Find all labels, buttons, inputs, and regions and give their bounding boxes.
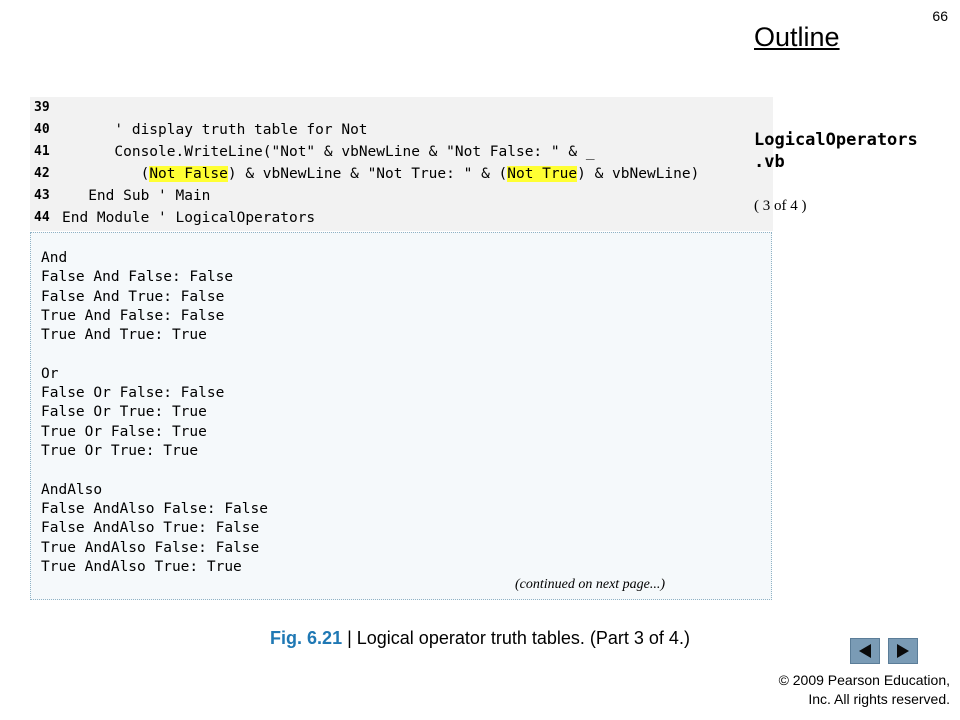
continued-note: (continued on next page...) [515,577,666,592]
caption-fig-label: Fig. 6.21 [270,628,343,648]
side-part-indicator: ( 3 of 4 ) [754,198,807,214]
code-token: End Module ' LogicalOperators [62,210,316,226]
line-number: 43 [34,188,50,203]
prev-slide-button[interactable] [850,638,880,664]
code-line: 41 Console.WriteLine("Not" & vbNewLine &… [30,141,773,163]
copyright-line1: © 2009 Pearson Education, [778,672,950,688]
output-line: And [41,250,68,266]
copyright-line2: Inc. All rights reserved. [808,691,950,707]
highlighted-expression: Not False [149,166,228,182]
code-token: "Not False: " [446,144,560,160]
output-line: True And True: True [41,327,207,344]
side-filename-line1: LogicalOperators [754,130,918,150]
side-filename-line2: .vb [754,152,785,172]
output-line: True AndAlso True: True [41,558,242,575]
caption-separator: | [342,628,357,648]
code-line: 39 [30,97,773,119]
figure-caption: Fig. 6.21 | Logical operator truth table… [0,628,960,649]
code-line: 42 (Not False) & vbNewLine & "Not True: … [30,163,773,185]
code-token: Console.WriteLine( [62,144,272,160]
caption-text: Logical operator truth tables. (Part 3 o… [356,628,690,648]
page-number: 66 [932,8,948,24]
code-line: 40 ' display truth table for Not [30,119,773,141]
next-slide-button[interactable] [888,638,918,664]
line-number: 40 [34,122,50,137]
code-text: (Not False) & vbNewLine & "Not True: " &… [62,163,699,185]
line-number: 42 [34,166,50,181]
output-line: False AndAlso True: False [41,520,260,537]
line-number: 39 [34,100,50,115]
code-token: End Sub ' Main [62,188,211,204]
output-line: True AndAlso False: False [41,539,260,556]
output-line: True Or True: True [41,443,199,459]
code-token: ) & vbNewLine & [227,166,368,182]
copyright: © 2009 Pearson Education, Inc. All right… [779,671,950,709]
output-line: False And True: False [41,288,225,305]
output-line: False Or False: False [41,385,225,402]
code-text: End Module ' LogicalOperators [62,207,315,229]
code-token: & _ [559,144,595,160]
output-line: False AndAlso False: False [41,500,268,517]
outline-title[interactable]: Outline [754,22,840,52]
code-line: 44 End Module ' LogicalOperators [30,207,773,229]
output-line: False Or True: True [41,404,207,421]
code-token: "Not True: " [367,166,473,182]
code-token: ' display truth table for Not [62,122,368,138]
side-filename: LogicalOperators .vb [754,129,954,173]
code-token: & vbNewLine & [315,144,447,160]
code-text: ' display truth table for Not [62,119,368,141]
triangle-right-icon [897,644,909,658]
output-line: True Or False: True [41,423,207,440]
line-number: 41 [34,144,50,159]
code-line: 43 End Sub ' Main [30,185,773,207]
code-token: "Not" [271,144,316,160]
code-text: Console.WriteLine("Not" & vbNewLine & "N… [62,141,595,163]
code-token: ( [62,166,150,182]
code-token: ) & vbNewLine) [577,166,700,182]
output-line: Or [41,365,59,382]
output-line: False And False: False [41,269,234,286]
line-number: 44 [34,210,50,225]
output-line: AndAlso [41,481,103,498]
code-text: End Sub ' Main [62,185,210,207]
highlighted-expression: Not True [507,166,578,182]
code-token: & ( [472,166,508,182]
triangle-left-icon [859,644,871,658]
output-line: True And False: False [41,307,225,324]
